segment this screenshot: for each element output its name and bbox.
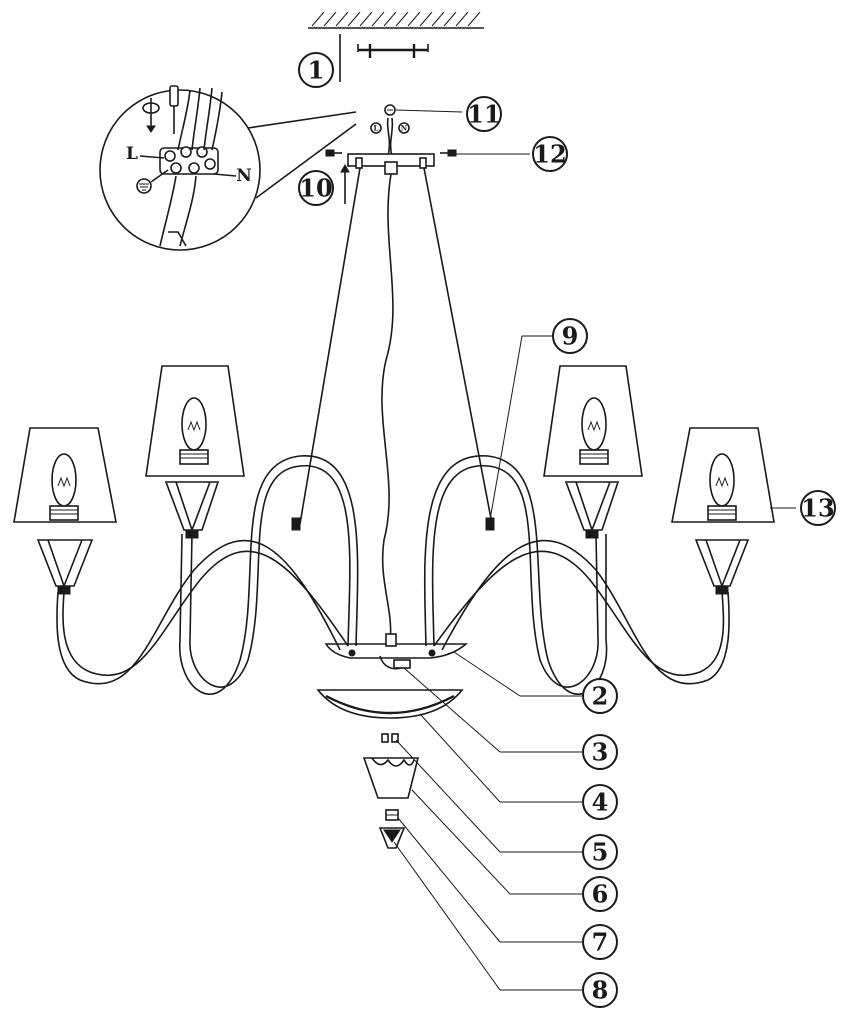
svg-text:2: 2 (592, 682, 609, 711)
live-terminal-label: L (126, 144, 138, 164)
ground-icon (136, 178, 152, 194)
callout-8: 8 (582, 972, 618, 1008)
suspension-rods (299, 167, 493, 643)
terminal-block (159, 146, 219, 175)
svg-text:7: 7 (592, 928, 609, 957)
bottom-finial-cup (362, 757, 420, 799)
lamp-4 (671, 427, 775, 595)
supply-wires: L N (370, 104, 410, 157)
svg-text:10: 10 (299, 174, 332, 203)
ground-symbol-icon (384, 104, 396, 116)
svg-text:3: 3 (592, 738, 609, 767)
leader-lines (393, 109, 796, 991)
svg-text:12: 12 (533, 140, 566, 169)
callout-12: 12 (532, 136, 568, 172)
bottom-finial (378, 827, 406, 849)
svg-text:11: 11 (467, 100, 500, 129)
bowl-cover (316, 689, 464, 719)
callout-11: 11 (466, 96, 502, 132)
callout-7: 7 (582, 924, 618, 960)
callout-6: 6 (582, 876, 618, 912)
svg-text:1: 1 (308, 56, 325, 85)
rotate-arrow-icon (142, 98, 160, 133)
callout-3: 3 (582, 734, 618, 770)
callout-13: 13 (800, 490, 836, 526)
callout-1: 1 (298, 52, 334, 88)
wiring-detail-inset: L N (99, 85, 357, 251)
lamp-2 (145, 365, 245, 539)
canopy-neutral-mark: N (401, 124, 408, 133)
callout-5: 5 (582, 834, 618, 870)
svg-text:9: 9 (562, 322, 579, 351)
svg-text:6: 6 (592, 880, 609, 909)
canopy-plate (325, 149, 457, 204)
svg-text:5: 5 (592, 838, 609, 867)
svg-text:13: 13 (801, 494, 834, 523)
svg-text:8: 8 (592, 976, 609, 1005)
lamp-1 (13, 427, 117, 595)
bottom-washer (385, 809, 399, 821)
canopy-live-mark: L (374, 124, 379, 133)
callout-9: 9 (552, 318, 588, 354)
central-hub (324, 633, 469, 670)
callout-2: 2 (582, 678, 618, 714)
callout-10: 10 (298, 170, 334, 206)
lamp-3 (543, 365, 643, 539)
neutral-terminal-label: N (236, 166, 252, 186)
screwdriver-icon (169, 85, 179, 134)
svg-text:4: 4 (592, 788, 609, 817)
ceiling (308, 11, 484, 29)
mounting-bracket (339, 34, 429, 82)
callout-4: 4 (582, 784, 618, 820)
bottom-nut (381, 733, 399, 743)
